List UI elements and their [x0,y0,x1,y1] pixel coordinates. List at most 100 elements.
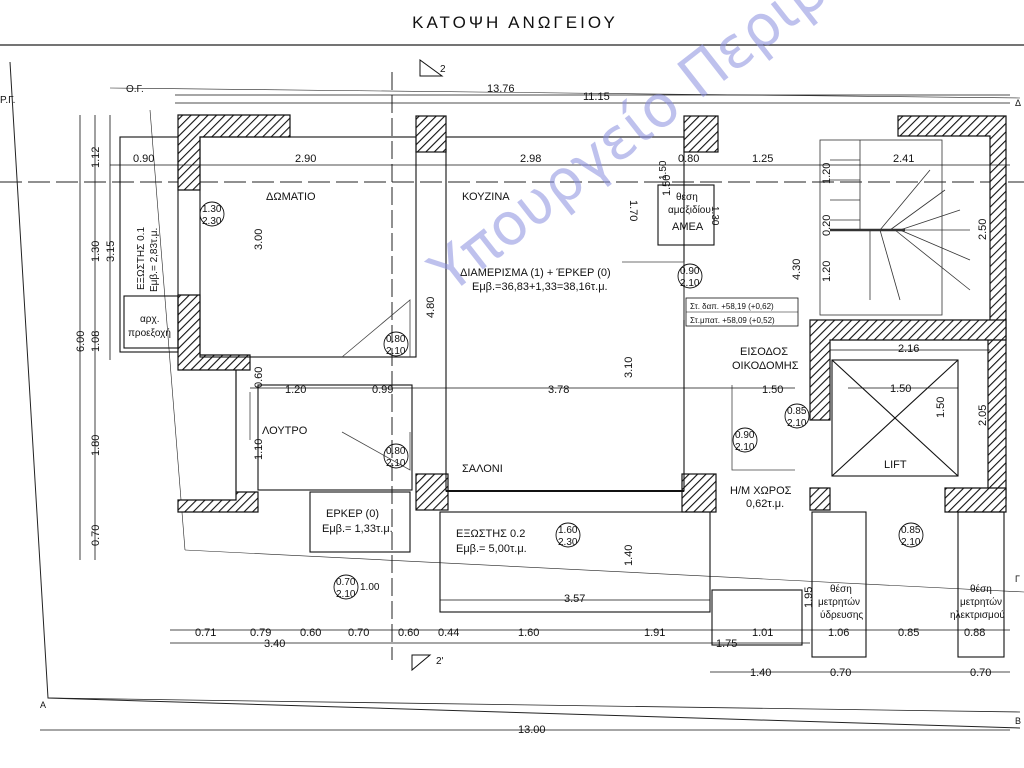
dim-room-6: 1.50 [661,175,673,196]
opening-4-w: 0.90 [680,266,700,277]
opening-10-w: 1.30 [709,206,720,226]
dim-left-5: 1.80 [90,435,102,456]
dim-lift-in: 1.50 [890,383,911,395]
plan-title: ΚΑΤΟΨΗ ΑΝΩΓΕΙΟΥ [412,13,618,32]
thesi-ilek-2: μετρητών [960,596,1002,608]
thesi-amazidiou-2: αμαξιδίου [668,204,711,216]
opening-8-h: 2.10 [901,537,921,548]
dim-room-1: 4.80 [425,297,437,318]
dim-bot2-1: 1.75 [716,638,737,650]
opening-1-w: 1.30 [202,204,222,215]
room-loutro: ΛΟΥΤΡΟ [262,425,308,437]
opening-9-h: 2.10 [336,589,356,600]
label-v: Β [1015,716,1021,726]
dim-bot-0: 0.71 [195,627,216,639]
label-d: Δ [1015,98,1021,108]
label-og: Ο.Γ. [126,84,144,95]
dim-top-5: 2.41 [893,153,914,165]
dim-top-3: 0.80 [678,153,699,165]
room-kouzina: ΚΟΥΖΙΝΑ [462,191,510,203]
dim-left-1: 1.30 [90,241,102,262]
room-exostis02-title: ΕΞΩΣΤΗΣ 0.2 [456,528,525,540]
dim-room-10: 0.20 [821,215,833,236]
room-exostis01: ΕΞΩΣΤΗΣ 0.1 [136,227,147,290]
dim-mid-0: 1.20 [285,384,306,396]
dim-inner-top: 11.15 [583,91,610,103]
room-eisodos-1: ΕΙΣΟΔΟΣ [740,346,788,358]
dim-mid-3: 1.50 [762,384,783,396]
room-eisodos-2: ΟΙΚΟΔΟΜΗΣ [732,360,799,372]
room-domatio: ΔΩΜΑΤΙΟ [266,191,316,203]
room-erker-area: Εμβ.= 1,33τ.μ. [322,523,393,535]
thesi-ilek-3: ηλεκτρισμού [950,609,1005,621]
dim-room-0: 3.00 [253,229,265,250]
dim-top-1: 2.90 [295,153,316,165]
dim-bot-10: 0.85 [898,627,919,639]
dim-left-2: 3.15 [105,241,117,262]
opening-1-h: 2.30 [202,216,222,227]
thesi-amazidiou-1: θέση [676,191,698,203]
opening-6-w: 0.90 [735,430,755,441]
dim-lift-w: 2.16 [898,343,919,355]
dim-room-2: 3.10 [623,357,635,378]
opening-3-w: 0.80 [386,446,406,457]
dim-balcony: 3.57 [564,593,585,605]
dim-lift-side: 2.05 [977,405,989,426]
dim-left-4: 1.08 [90,331,102,352]
dim-room-11: 4.30 [791,259,803,280]
dim-top-2: 2.98 [520,153,541,165]
dim-bottom-total: 13.00 [518,724,546,736]
opening-2-w: 0.80 [386,334,406,345]
arch-proexoxi-1: αρχ. [140,314,160,325]
dim-bot-7: 1.91 [644,627,665,639]
opening-8-w: 0.85 [901,525,921,536]
dim-bot-5: 0.44 [438,627,459,639]
dim-left-6: 0.70 [90,525,102,546]
opening-7-h: 2.30 [558,537,578,548]
dim-room-3: 1.70 [627,200,639,221]
room-hm-area: 0,62τ.μ. [746,498,784,510]
opening-5-w: 0.85 [787,406,807,417]
thesi-ilek-1: θέση [970,583,992,595]
dim-balcony-h: 1.40 [623,545,635,566]
opening-2-h: 2.10 [386,346,406,357]
dim-top-4: 1.25 [752,153,773,165]
level-floor: Στ. δαπ. +58,19 (+0,62) [690,302,774,311]
arch-proexoxi-2: προεξοχή [128,327,171,339]
room-saloni: ΣΑΛΟΝΙ [462,463,503,475]
thesi-ydreusi-2: μετρητών [818,596,860,608]
thesi-amazidiou-3: ΑΜΕΑ [672,221,704,233]
dim-top-0: 0.90 [133,153,154,165]
room-erker-title: ΕΡΚΕΡ (0) [326,508,379,520]
dim-bot3-1: 0.70 [830,667,851,679]
dim-mid-2: 3.78 [548,384,569,396]
opening-6-h: 2.10 [735,442,755,453]
dim-room-7: 2.50 [977,219,989,240]
level-ceiling: Στ.μπατ. +58,09 (+0,52) [690,316,775,325]
dim-bot-9: 1.06 [828,627,849,639]
opening-4-h: 2.10 [680,278,700,289]
room-lift: LIFT [884,459,907,471]
staircase [819,139,971,316]
dim-bot-1: 0.79 [250,627,271,639]
opening-10-h: 1.50 [658,160,669,180]
room-exostis01-area: Εμβ.= 2,83τ.μ. [149,228,160,292]
section-mark-top: 2 [440,64,446,75]
dim-room-12: 1.95 [803,587,815,608]
dim-total-top: 13.76 [487,83,515,95]
label-a: Α [40,700,46,710]
dim-room-9: 1.20 [821,261,833,282]
dim-bot2-0: 3.40 [264,638,285,650]
dim-room-8: 1.20 [821,163,833,184]
dim-left-0: 1.12 [90,147,102,168]
dim-bot-11: 0.88 [964,627,985,639]
section-mark-bottom: 2' [436,656,444,667]
dim-bot-8: 1.01 [752,627,773,639]
opening-9-w: 0.70 [336,577,356,588]
dim-room-5: 0.60 [253,367,265,388]
opening-3-h: 2.10 [386,458,406,469]
dim-bot-6: 1.60 [518,627,539,639]
room-diamerisma-area: Εμβ.=36,83+1,33=38,16τ.μ. [472,281,608,293]
dim-bot3-2: 0.70 [970,667,991,679]
dim-lift-h: 1.50 [935,397,947,418]
